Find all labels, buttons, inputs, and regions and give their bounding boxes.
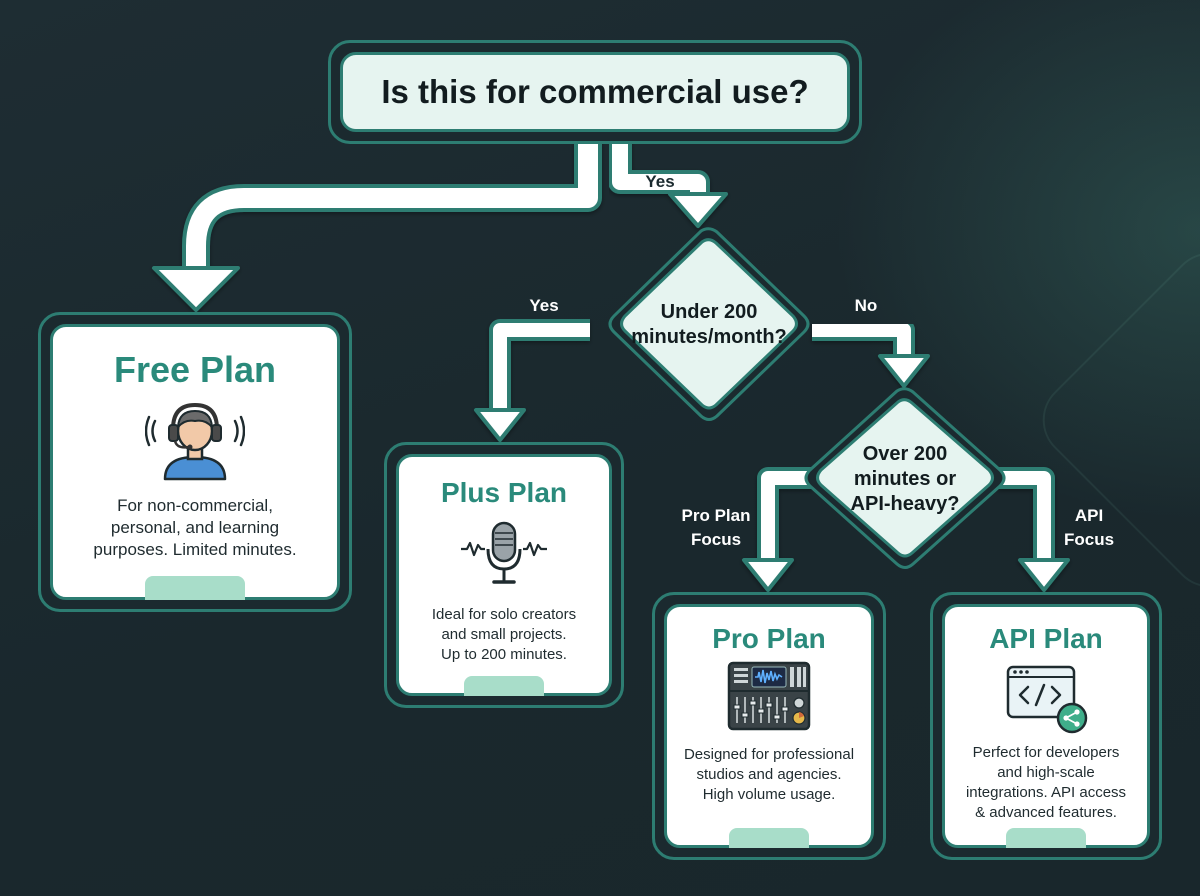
decision-diamond-under-200 [608,227,810,421]
arrow-yes-to-under-200 [608,140,728,228]
pro-plan-description: Designed for professional studios and ag… [684,745,854,805]
api-plan-title: API Plan [989,623,1103,654]
plus-plan-card: Plus Plan Ideal for solo creators and sm… [384,442,624,708]
api-plan-desc-line4: & advanced features. [975,804,1117,821]
branch-label-api-focus: API Focus [1052,504,1126,552]
free-plan-desc-line2: personal, and learning [110,518,280,537]
arrow-no-to-free [152,140,602,312]
question-node: Is this for commercial use? [328,40,862,144]
decision-over-200-line3: API-heavy? [850,492,960,515]
api-plan-card: API Plan Perfect for developers and high… [930,592,1162,860]
branch-label-under-yes: Yes [529,296,559,315]
branch-label-api-focus-line1: API [1074,506,1104,525]
branch-label-yes: Yes [645,172,675,191]
pro-plan-desc-line1: Designed for professional [683,746,855,763]
plus-plan-tab [464,676,544,696]
decision-over-200-line1: Over 200 [862,442,948,465]
branch-label-under-no: No [854,296,878,315]
decision-text-under-200: Under 200 minutes/month? [620,298,798,352]
plus-plan-desc-line2: and small projects. [441,626,567,643]
branch-label-no: No [382,186,406,205]
pro-plan-desc-line3: High volume usage. [702,786,836,803]
branch-label-pro-focus-line2: Focus [690,530,742,549]
arrow-to-pro [742,467,812,592]
api-plan-tab [1006,828,1086,848]
arrow-under-yes-to-plus [474,319,590,442]
branch-label-api-focus-line2: Focus [1063,530,1115,549]
code-window-share-icon [1006,665,1088,734]
api-plan-desc-line1: Perfect for developers [972,744,1120,761]
pro-plan-title: Pro Plan [712,623,826,654]
plus-plan-desc-line1: Ideal for solo creators [431,606,577,623]
free-plan-tab [145,576,245,600]
microphone-icon [461,521,547,584]
plus-plan-description: Ideal for solo creators and small projec… [432,605,576,665]
branch-label-pro-focus: Pro Plan Focus [666,504,766,552]
api-plan-desc-line3: integrations. API access [965,784,1127,801]
free-plan-description: For non-commercial, personal, and learni… [93,495,296,561]
pro-plan-card: Pro Plan [652,592,886,860]
pro-plan-desc-line2: studios and agencies. [696,766,842,783]
free-plan-desc-line3: purposes. Limited minutes. [93,540,297,559]
decision-diamond-over-200 [804,387,1006,569]
mixing-console-icon [727,661,811,731]
free-plan-card: Free Plan For non-commercial, personal, … [38,312,352,612]
api-plan-desc-line2: and high-scale [997,764,1095,781]
free-plan-desc-line1: For non-commercial, [117,496,273,515]
arrow-to-api [998,467,1070,592]
api-plan-description: Perfect for developers and high-scale in… [966,743,1126,823]
decision-under-200-line1: Under 200 [660,301,758,323]
decision-under-200-line2: minutes/month? [631,326,787,348]
branch-label-pro-focus-line1: Pro Plan [681,506,751,525]
decision-text-over-200: Over 200 minutes or API-heavy? [830,440,980,518]
decision-over-200-line2: minutes or [853,467,957,490]
free-plan-title: Free Plan [113,349,277,390]
arrow-under-no-to-over [812,319,930,388]
plus-plan-desc-line3: Up to 200 minutes. [441,646,567,663]
plus-plan-title: Plus Plan [440,477,568,508]
headset-user-icon [145,402,245,481]
question-text: Is this for commercial use? [340,52,850,132]
pro-plan-tab [729,828,809,848]
